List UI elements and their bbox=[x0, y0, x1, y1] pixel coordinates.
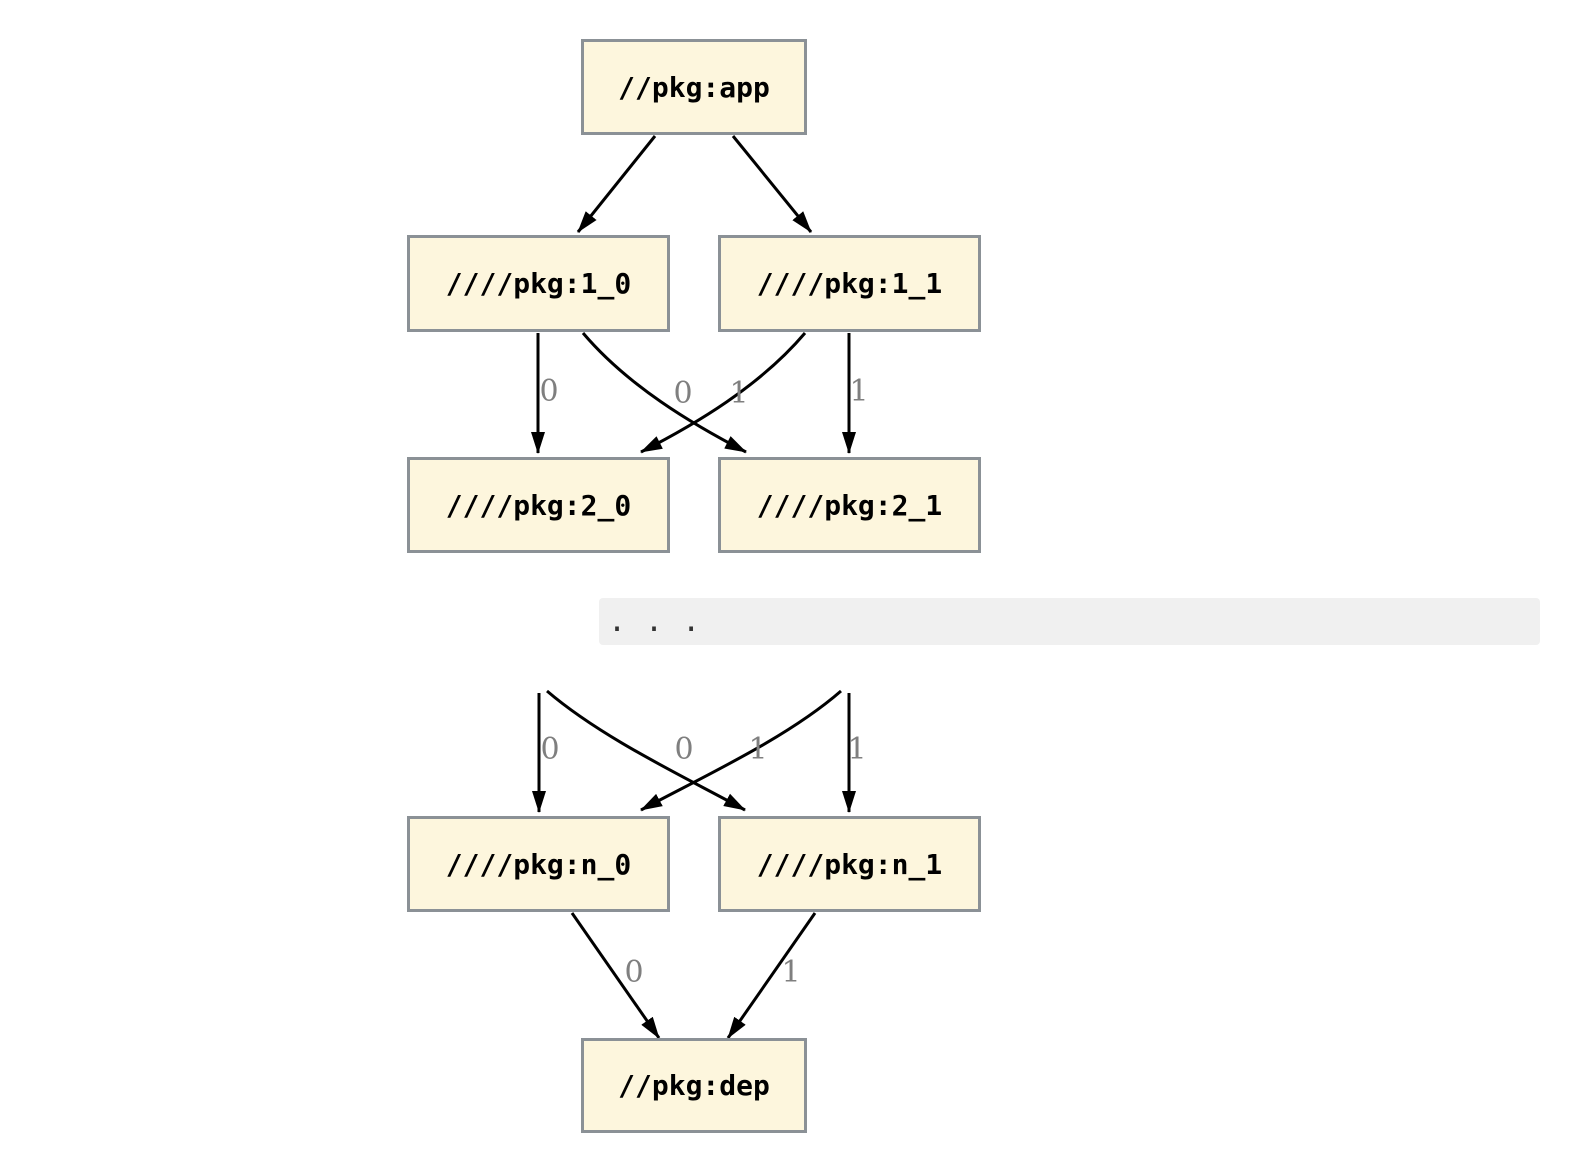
edge-label-elided-n_1: 1 bbox=[847, 732, 866, 767]
elided-levels-band: ... bbox=[599, 598, 1540, 645]
edge-label-1_0-2_0: 0 bbox=[539, 374, 558, 409]
node-pkg-2_0: ////pkg:2_0 bbox=[407, 457, 670, 553]
node-pkg-dep: //pkg:dep bbox=[581, 1038, 807, 1133]
edge-1_0-to-2_1 bbox=[581, 332, 747, 454]
edge-n_0-to-dep bbox=[570, 912, 661, 1039]
edge-app-to-1_0 bbox=[576, 135, 657, 233]
edge-label-elided-cross-n_0: 0 bbox=[674, 732, 693, 767]
edge-label-1_1-2_1: 1 bbox=[849, 374, 868, 409]
node-pkg-2_1: ////pkg:2_1 bbox=[718, 457, 981, 553]
edge-label-1_1-2_0: 0 bbox=[673, 376, 692, 411]
edge-label-elided-cross-n_1: 1 bbox=[748, 732, 767, 767]
edge-label-elided-n_0: 0 bbox=[540, 732, 559, 767]
node-pkg-1_1: ////pkg:1_1 bbox=[718, 235, 981, 332]
edge-label-n_1-dep: 1 bbox=[781, 955, 800, 990]
edge-label-n_0-dep: 0 bbox=[624, 955, 643, 990]
node-pkg-n_0: ////pkg:n_0 bbox=[407, 816, 670, 912]
edge-app-to-1_1 bbox=[731, 135, 813, 233]
node-pkg-app: //pkg:app bbox=[581, 39, 807, 135]
ellipsis-text: ... bbox=[608, 604, 720, 639]
edge-elided-cross-to-n_1 bbox=[546, 689, 746, 812]
edge-1_1-to-2_0 bbox=[640, 332, 807, 454]
edge-n_1-to-dep bbox=[726, 912, 817, 1039]
edge-elided-cross-to-n_0 bbox=[640, 689, 842, 812]
node-pkg-1_0: ////pkg:1_0 bbox=[407, 235, 670, 332]
node-pkg-n_1: ////pkg:n_1 bbox=[718, 816, 981, 912]
edge-label-1_0-2_1: 1 bbox=[729, 376, 748, 411]
